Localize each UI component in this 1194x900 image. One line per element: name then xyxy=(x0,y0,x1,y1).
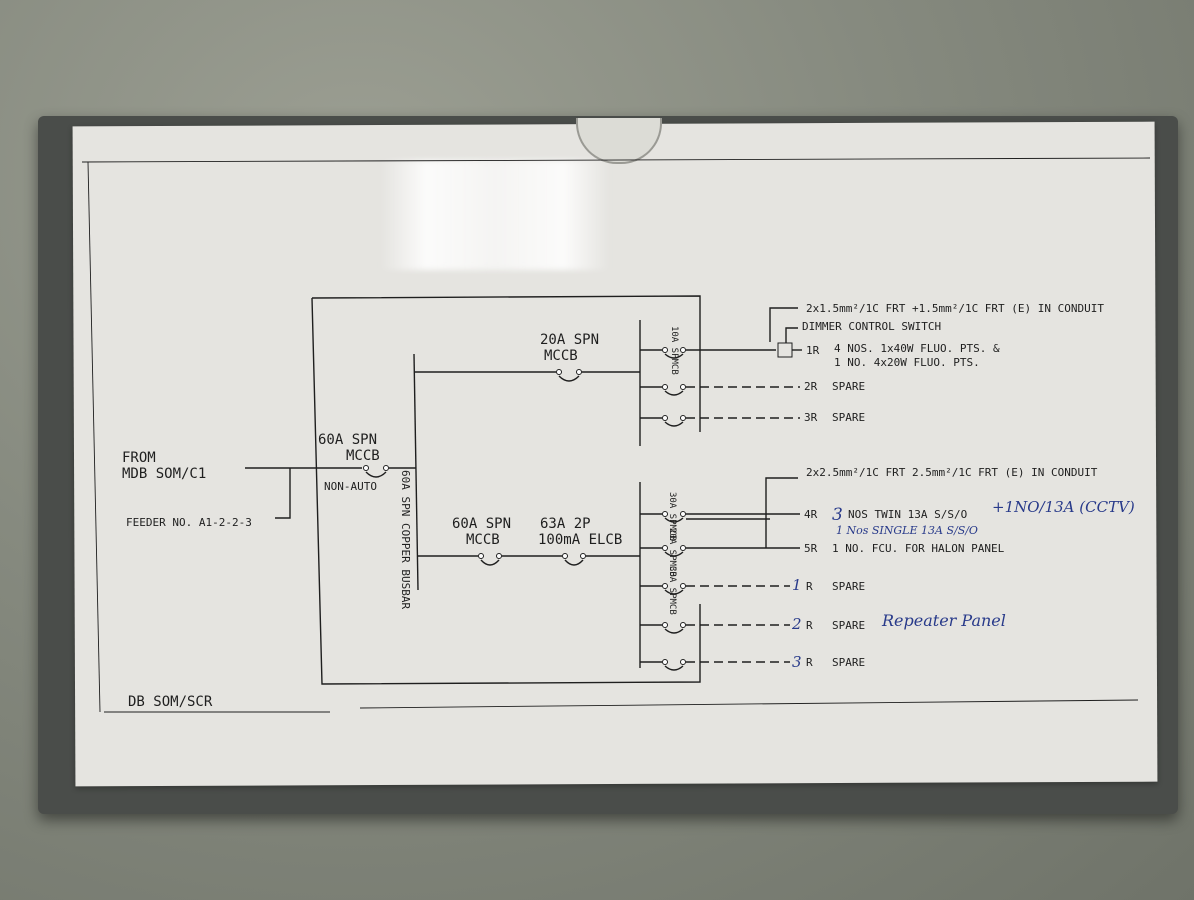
lower-breaker-arc xyxy=(480,559,500,566)
mcb-spare-3 xyxy=(640,659,790,671)
circuit-4R-qty-handwritten: 3 xyxy=(832,505,843,525)
circuit-8-num-handwritten: 3 xyxy=(792,653,802,671)
upper-mcb-label: 10A SPMCB xyxy=(669,326,679,375)
lower-breaker-contact xyxy=(496,553,502,559)
feeder-number: FEEDER NO. A1-2-2-3 xyxy=(126,516,252,529)
circuit-4R-single-handwritten: 1 Nos SINGLE 13A S/S/O xyxy=(836,524,978,537)
mcb-2R xyxy=(640,384,800,396)
circuit-6-desc: SPARE xyxy=(832,580,865,593)
mcb-spare-2 xyxy=(640,622,790,634)
circuit-4R-cctv-handwritten: +1NO/13A (CCTV) xyxy=(992,498,1135,516)
feeder-source-label: MDB SOM/C1 xyxy=(122,466,206,482)
elcb-contact xyxy=(562,553,568,559)
circuit-4R-desc: NOS TWIN 13A S/S/O xyxy=(848,508,967,521)
copper-busbar xyxy=(413,353,419,591)
upper-breaker-rating: 20A SPN xyxy=(540,332,599,348)
upper-cable-note: 2x1.5mm²/1C FRT +1.5mm²/1C FRT (E) IN CO… xyxy=(806,302,1104,315)
circuit-2R-desc: SPARE xyxy=(832,380,865,393)
db-title: DB SOM/SCR xyxy=(128,694,213,710)
circuit-5R-id: 5R xyxy=(804,542,818,555)
mcb-3R xyxy=(640,415,800,427)
upper-breaker-arc xyxy=(558,375,580,382)
circuit-3R-desc: SPARE xyxy=(832,411,865,424)
lower-mcb-label-b: 20A SPMCB xyxy=(667,528,677,577)
db-enclosure-top xyxy=(311,295,701,432)
dimmer-leader xyxy=(785,327,798,343)
lower-cable-leader xyxy=(765,477,798,548)
lower-mcb-label-c: 30A SPMCB xyxy=(667,566,677,615)
lower-cable-note: 2x2.5mm²/1C FRT 2.5mm²/1C FRT (E) IN CON… xyxy=(806,466,1098,479)
circuit-7-num-handwritten: 2 xyxy=(791,615,802,633)
sheet-bottom-border xyxy=(359,699,1139,709)
mcb-4R xyxy=(640,511,800,523)
circuit-3R-id: 3R xyxy=(804,411,818,424)
circuit-8-id: R xyxy=(806,656,813,669)
upper-breaker-contact xyxy=(556,369,562,375)
mcb-spare-1 xyxy=(640,583,790,595)
mcb-1R xyxy=(640,347,776,359)
circuit-6-num-handwritten: 1 xyxy=(792,576,802,594)
circuit-1R-id: 1R xyxy=(806,344,820,357)
sheet-left-border xyxy=(87,161,101,713)
main-breaker-contact xyxy=(363,465,369,471)
main-breaker-type: MCCB xyxy=(346,448,380,464)
circuit-7-id: R xyxy=(806,619,813,632)
main-breaker-note: NON-AUTO xyxy=(324,480,377,493)
elcb-rating: 63A 2P xyxy=(540,516,591,532)
circuit-6-id: R xyxy=(806,580,813,593)
busbar-label: 60A SPN COPPER BUSBAR xyxy=(399,470,412,609)
db-enclosure-left xyxy=(311,297,701,685)
circuit-1R-desc: 4 NOS. 1x40W FLUO. PTS. & xyxy=(834,342,1000,355)
elcb-contact xyxy=(580,553,586,559)
dimmer-note: DIMMER CONTROL SWITCH xyxy=(802,320,941,333)
lower-mcb-label-a: 30A SPMCB xyxy=(667,492,677,541)
circuit-7-desc: SPARE xyxy=(832,619,865,632)
main-breaker-contact xyxy=(383,465,389,471)
light-glare xyxy=(380,160,610,270)
mcb-5R xyxy=(640,545,800,557)
lower-breaker-type: MCCB xyxy=(466,532,500,548)
feeder-leader xyxy=(275,468,291,519)
circuit-8-desc: SPARE xyxy=(832,656,865,669)
feeder-from-label: FROM xyxy=(122,450,156,466)
lower-breaker-contact xyxy=(478,553,484,559)
circuit-1R-desc-2: 1 NO. 4x20W FLUO. PTS. xyxy=(834,356,980,369)
upper-breaker-contact xyxy=(576,369,582,375)
sheet-top-border xyxy=(81,157,1151,163)
repeater-panel-handwritten: Repeater Panel xyxy=(881,611,1006,630)
dimmer-switch-symbol xyxy=(777,342,793,358)
upper-cable-leader xyxy=(769,307,798,342)
circuit-5R-desc: 1 NO. FCU. FOR HALON PANEL xyxy=(832,542,1005,555)
circuit-4R-id: 4R xyxy=(804,508,818,521)
upper-breaker-type: MCCB xyxy=(544,348,578,364)
lower-breaker-rating: 60A SPN xyxy=(452,516,511,532)
elcb-arc xyxy=(564,559,584,566)
main-breaker-rating: 60A SPN xyxy=(318,432,377,448)
main-breaker-arc xyxy=(365,471,387,478)
circuit-2R-id: 2R xyxy=(804,380,818,393)
elcb-type: 100mA ELCB xyxy=(538,532,622,548)
